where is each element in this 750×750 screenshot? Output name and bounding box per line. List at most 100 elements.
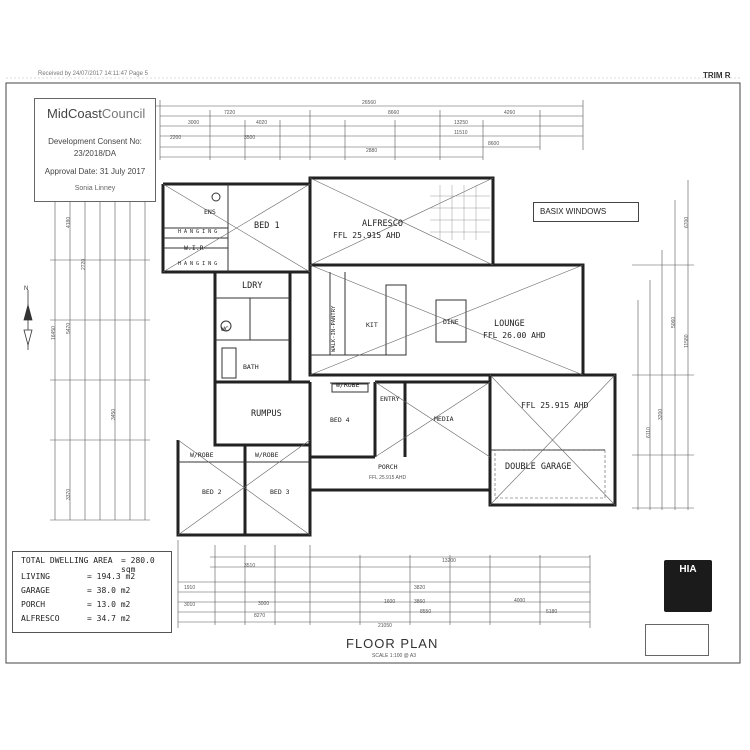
dim-top-b: 8660 [388,110,400,116]
room-bed-4: BED 4 [330,416,350,424]
document-reference: Received by 24/07/2017 14:11:47 Page 5 [38,71,148,77]
area-row: LIVING = 194.3 m2 [21,572,166,584]
dim-bottom-e: 3510 [244,563,256,569]
room-dine: DINE [443,318,459,326]
dim-bottom-c: 8550 [420,609,432,615]
dim-top-g: 11510 [454,130,468,136]
room-bed-2: BED 2 [202,488,222,496]
dim-left-a: 4180 [66,216,72,228]
approval-date: Approval Date: 31 July 2017 [44,167,146,176]
signatory: Sonia Linney [74,185,116,192]
basix-windows-legend: BASIX WINDOWS [533,202,639,222]
dim-left-d: 3450 [111,408,117,420]
area-row: ALFRESCO = 34.7 m2 [21,614,166,626]
room-wir: W.I.R [184,244,204,252]
dim-left-c: 5470 [66,322,72,334]
trim-label: TRIM R [703,71,731,80]
consent-label: Development Consent No: [48,137,142,146]
dim-top-k: 8600 [488,141,500,147]
dim-bottom-k: 1600 [384,599,396,605]
drawing-title: FLOOR PLAN [346,636,439,651]
hia-logo-text: HIA [679,564,697,575]
area-row-value: = 13.0 m2 [87,600,131,609]
room-double-garage: DOUBLE GARAGE [505,462,572,472]
room-walk-in-pantry: WALK-IN-PANTRY [331,305,337,352]
north-arrow-icon: N [23,286,33,350]
dim-top-e: 3000 [188,120,200,126]
dim-top-j: 2880 [366,148,378,154]
hanging-label-b: H A N G I N G [178,261,218,267]
dim-bottom-h: 3820 [414,585,426,591]
dim-bottom-f: 1910 [184,585,196,591]
area-row-label: LIVING [21,572,50,581]
area-title-value: = 280.0 sqm [121,556,155,574]
dim-bottom-g: 3010 [184,602,196,608]
room-bath: BATH [243,363,259,371]
dim-top-f: 4020 [256,120,268,126]
room-kit: KIT [366,321,378,329]
basix-label: BASIX WINDOWS [540,207,607,216]
council-logo: MidCoastCouncil [47,106,145,121]
area-row-label: ALFRESCO [21,614,60,623]
council-brand-a: MidCoast [47,106,102,121]
room-porch: PORCH [378,463,398,471]
room-media: MEDIA [434,415,454,423]
dim-bottom-overall: 21050 [378,623,392,629]
room-w-robe-2: W/ROBE [190,451,214,459]
dim-bottom-j: 3000 [258,601,270,607]
dim-left-b: 2720 [81,258,87,270]
council-approval-stamp: MidCoastCouncil Development Consent No: … [34,98,156,202]
area-row: PORCH = 13.0 m2 [21,600,166,612]
area-row-value: = 194.3 m2 [87,572,136,581]
dim-bottom-l: 4000 [514,598,526,604]
dim-top-i: 3500 [244,135,256,141]
dim-top-a: 7220 [224,110,236,116]
lounge-ffl: FFL 26.00 AHD [483,331,546,340]
room-entry: ENTRY [380,395,400,403]
dim-bottom-i: 3860 [414,599,426,605]
drawing-scale: SCALE 1:100 @ A3 [372,653,416,659]
room-lounge: LOUNGE [494,319,525,329]
dim-top-c: 4260 [504,110,516,116]
room-alfresco: ALFRESCO [362,219,403,229]
area-schedule: TOTAL DWELLING AREA = 280.0 sqm LIVING =… [12,551,172,633]
hanging-label-a: H A N G I N G [178,229,218,235]
room-wc: WC [221,325,229,333]
dim-right-a: 6700 [684,216,690,228]
room-rumpus: RUMPUS [251,409,282,419]
area-title-label: TOTAL DWELLING AREA [21,556,113,565]
room-bed-1: BED 1 [254,221,280,231]
dim-top-h: 2200 [170,135,182,141]
garage-ffl: FFL 25.915 AHD [521,401,589,410]
room-bed-3: BED 3 [270,488,290,496]
council-brand-b: Council [101,106,146,121]
certification-badge [645,624,709,656]
area-row-value: = 34.7 m2 [87,614,131,623]
dim-left-e: 3370 [66,488,72,500]
room-w-robe-3: W/ROBE [255,451,279,459]
area-row-label: PORCH [21,600,46,609]
dim-top-d: 13250 [454,120,468,126]
dim-top-overall: 26560 [362,100,376,106]
dim-bottom-a: 13200 [442,558,456,564]
dim-right-b: 5060 [671,316,677,328]
hia-logo: HIA [664,560,712,612]
area-row: GARAGE = 38.0 m2 [21,586,166,598]
room-ens: ENS [204,208,216,216]
dim-bottom-b: 8270 [254,613,266,619]
room-w-robe-1: W/ROBE [336,381,360,389]
room-ldry: LDRY [242,281,263,291]
dim-bottom-d: 5180 [546,609,558,615]
dim-left-overall: 16450 [51,326,57,340]
area-row-label: GARAGE [21,586,50,595]
alfresco-ffl: FFL 25.915 AHD [333,231,401,240]
dim-right-d: 3200 [658,408,664,420]
dim-right-c: 11580 [684,334,690,348]
area-row-value: = 38.0 m2 [87,586,131,595]
porch-ffl: FFL 25.915 AHD [369,475,407,481]
dim-right-e: 6110 [646,427,652,438]
svg-text:N: N [24,286,28,292]
consent-number: 23/2018/DA [73,149,117,158]
